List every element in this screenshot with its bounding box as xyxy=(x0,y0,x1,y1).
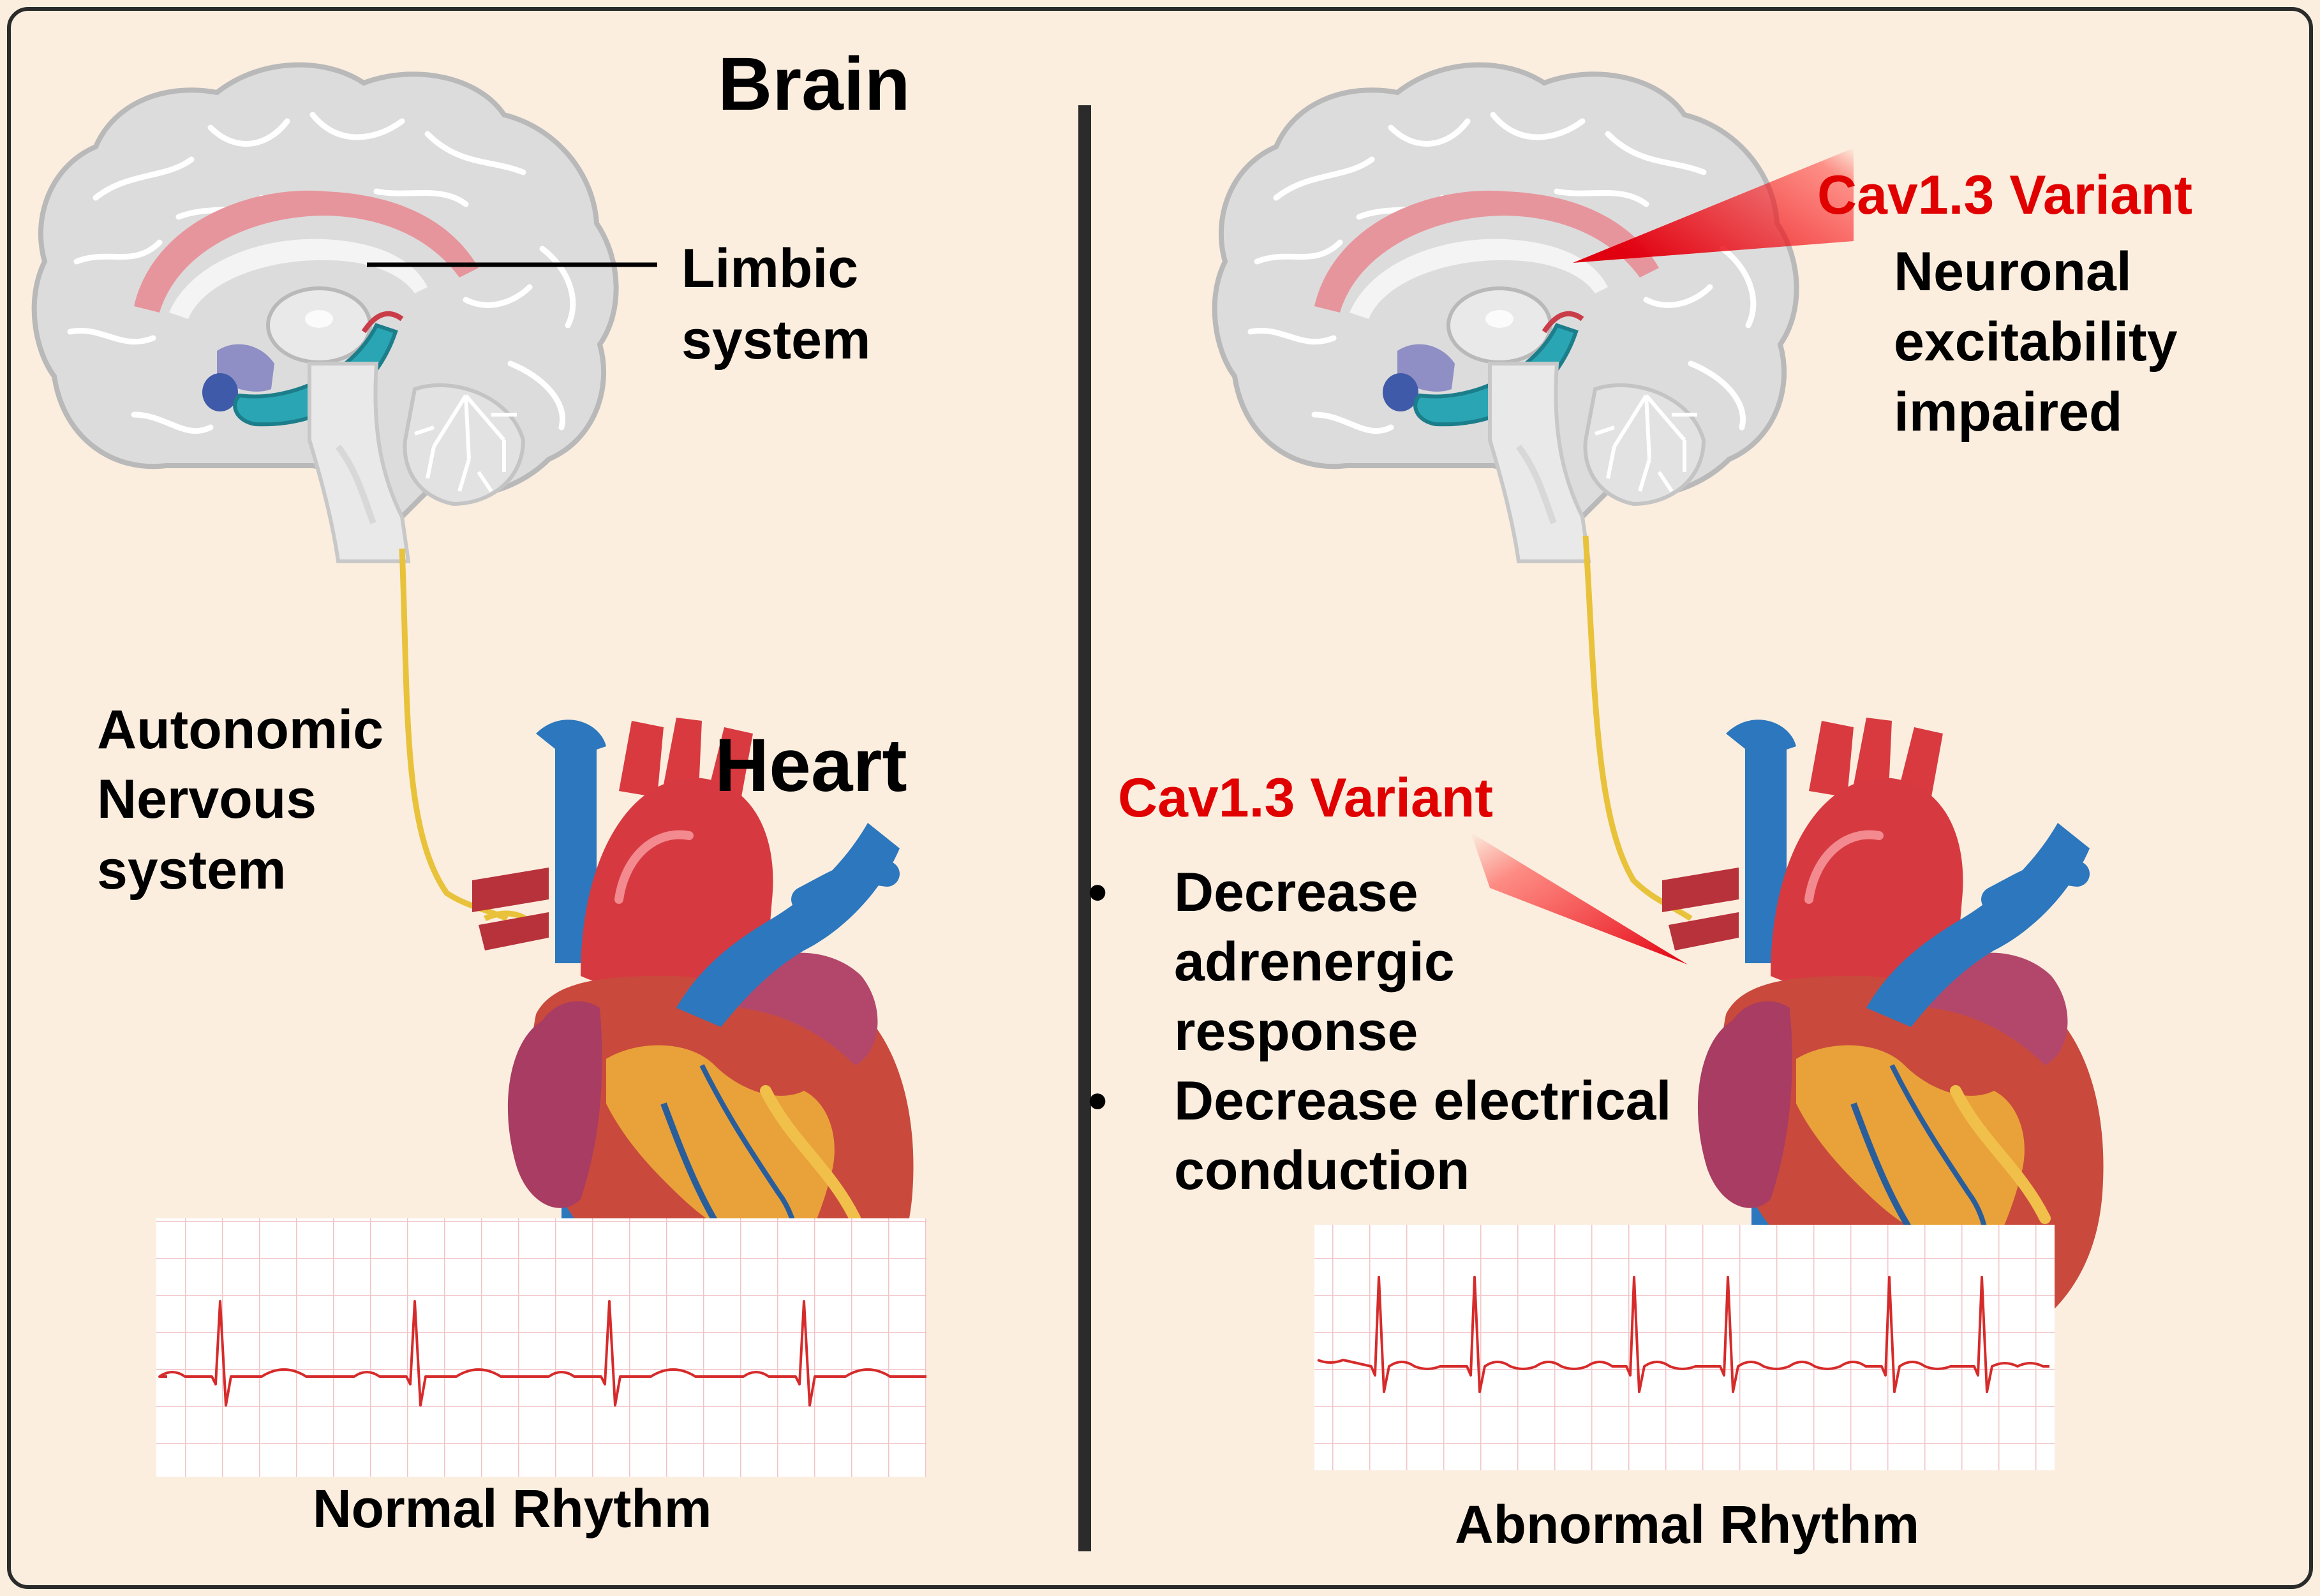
ecg-trace-normal xyxy=(158,1300,926,1407)
abnormal-rhythm-caption: Abnormal Rhythm xyxy=(1455,1495,1920,1555)
bullet-1-line-1: Decrease xyxy=(1174,862,1418,923)
bullet-1-line-2: adrenergic xyxy=(1174,931,1455,993)
brain-effect-line1: Neuronal xyxy=(1894,241,2132,302)
variant-highlight-beam-brain xyxy=(1573,148,1854,263)
limbic-label-line1: Limbic xyxy=(681,238,859,299)
brain-effect-line3: impaired xyxy=(1894,381,2123,443)
bullet-2-line-2: conduction xyxy=(1174,1140,1470,1201)
brain-title: Brain xyxy=(718,42,911,126)
effects-list-item: • Decrease adrenergic response xyxy=(1088,858,1671,1067)
ans-label-line2: Nervous xyxy=(97,769,317,830)
limbic-label-line2: system xyxy=(681,309,871,371)
ecg-strip-normal xyxy=(156,1218,926,1477)
heart-variant-label: Cav1.3 Variant xyxy=(1118,767,1494,829)
bullet-1-line-3: response xyxy=(1174,1001,1418,1062)
bullet-marker: • xyxy=(1088,862,1108,923)
ecg-trace-abnormal xyxy=(1317,1276,2049,1393)
brain-effect-line2: excitability xyxy=(1894,311,2178,373)
ans-label-line1: Autonomic xyxy=(97,699,384,760)
normal-rhythm-caption: Normal Rhythm xyxy=(313,1479,712,1539)
effects-list-item: • Decrease electrical conduction xyxy=(1088,1067,1671,1206)
bullet-2-line-1: Decrease electrical xyxy=(1174,1070,1672,1132)
ans-label-line3: system xyxy=(97,839,286,901)
brain-variant-label: Cav1.3 Variant xyxy=(1817,165,2193,226)
ecg-strip-abnormal xyxy=(1314,1225,2055,1470)
effects-list: • Decrease adrenergic response • Decreas… xyxy=(1088,858,1671,1206)
variant-highlight-beam-heart xyxy=(1471,832,1688,964)
heart-title: Heart xyxy=(715,723,907,808)
bullet-marker: • xyxy=(1088,1070,1108,1132)
